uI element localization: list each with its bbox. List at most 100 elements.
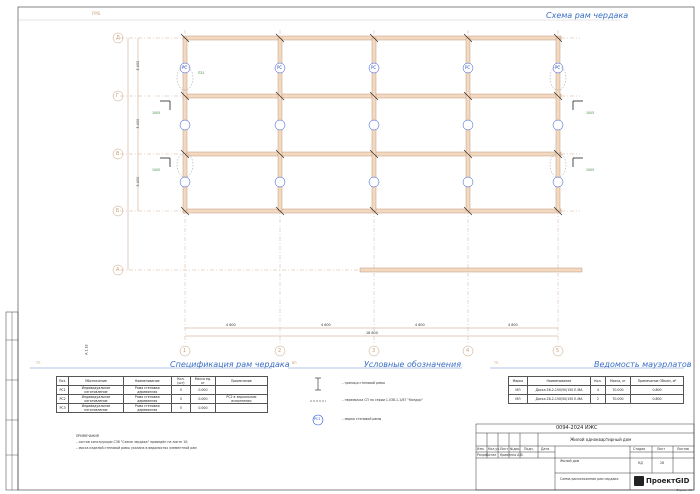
table-cell: 5 bbox=[170, 385, 192, 395]
statement-tag: ТП bbox=[494, 361, 499, 365]
stamp-object: Жилой дом bbox=[560, 459, 580, 463]
table-cell bbox=[214, 403, 269, 413]
table-cell: 0.000 bbox=[190, 385, 216, 395]
note-line: – состав конструкции С36 "Схема чердака"… bbox=[76, 440, 189, 444]
table-cell: Индивидуальное изготовление bbox=[68, 403, 124, 413]
stamp-sheets-header: Листов bbox=[677, 447, 689, 451]
stamp-role: Лист bbox=[500, 447, 509, 451]
frame-mark: РС bbox=[465, 65, 471, 70]
table-cell: РС2 bbox=[55, 394, 70, 404]
col-axis-label: 2 bbox=[278, 348, 282, 354]
table-cell: 5 bbox=[170, 403, 192, 413]
table-row: МЛ Доска 28-2-150/50/150 Е-МА 2 70.000 0… bbox=[508, 394, 684, 404]
stamp-role: №док. bbox=[510, 447, 521, 451]
row-axis-markers bbox=[112, 32, 124, 276]
spec-title: Спецификация рам чердака bbox=[170, 360, 290, 369]
axes bbox=[120, 30, 580, 345]
table-cell: Рама стеновая деревянная bbox=[122, 403, 172, 413]
section-label: 1005 bbox=[152, 168, 161, 172]
frames bbox=[182, 35, 583, 273]
table-cell: 70.000 bbox=[604, 394, 632, 404]
spec-tag: ТП bbox=[36, 361, 41, 365]
table-cell: 2 bbox=[589, 394, 606, 404]
stamp-role: Изм. bbox=[477, 447, 485, 451]
table-cell: Доска 28-2-150/50/150 Е-МА bbox=[526, 385, 591, 395]
col-dimension: 4 600 bbox=[321, 323, 331, 327]
company-logo: ПроектGID bbox=[646, 477, 690, 485]
stamp-developer: Разработал bbox=[477, 453, 497, 457]
col-axis-label: 5 bbox=[556, 348, 560, 354]
statement-title: Ведомость мауэрлатов bbox=[594, 360, 692, 369]
side-dimension-label: 3 400 bbox=[136, 118, 141, 129]
stamp-stage: КД bbox=[638, 461, 643, 465]
company-logo-icon bbox=[634, 476, 644, 486]
table-cell: Индивидуальное изготовление bbox=[68, 385, 124, 395]
spec-table: Поз. Обозначение Наименование Кол. (шт) … bbox=[55, 376, 269, 413]
table-row: РС2 Индивидуальное изготовление Рама сте… bbox=[55, 394, 269, 404]
row-axis-label: Д bbox=[116, 35, 120, 41]
col-axis-markers bbox=[179, 345, 564, 357]
table-header: Примечание Объем, м³ bbox=[630, 376, 684, 386]
stamp-stage-header: Стадия bbox=[633, 447, 646, 451]
col-axis-label: 3 bbox=[372, 348, 376, 354]
table-header: Марка bbox=[508, 376, 528, 386]
side-dimension-label: 3 400 bbox=[136, 176, 141, 187]
sheet-frame bbox=[17, 6, 695, 491]
notes-title: ПРИМЕЧАНИЯ bbox=[76, 434, 99, 438]
beam-label: ПЗ1 bbox=[198, 71, 205, 75]
table-cell: 4 bbox=[589, 385, 606, 395]
col-dimension: 4 600 bbox=[226, 323, 236, 327]
stamp-role: Подп. bbox=[524, 447, 534, 451]
col-axis-label: 4 bbox=[466, 348, 470, 354]
side-dimension bbox=[127, 38, 139, 270]
table-header: Поз. bbox=[55, 376, 70, 386]
top-left-tag: FMS bbox=[92, 11, 101, 16]
table-cell: МЛ bbox=[508, 394, 528, 404]
table-header: Обозначение bbox=[68, 376, 124, 386]
table-cell: МЛ bbox=[508, 385, 528, 395]
legend-item: – марка стеновой рамы bbox=[342, 417, 382, 421]
table-header: Кол. bbox=[589, 376, 606, 386]
side-tag: А.1.18 bbox=[84, 344, 89, 355]
table-header-row: Марка Наименование Кол. Масса, кг Примеч… bbox=[508, 376, 684, 386]
table-header-row: Поз. Обозначение Наименование Кол. (шт) … bbox=[55, 376, 269, 386]
row-axis-label: Б bbox=[116, 208, 120, 214]
frame-mark: РС bbox=[371, 65, 377, 70]
title-block bbox=[475, 423, 695, 491]
stamp-developer-name: Кривенко А.В. bbox=[500, 453, 524, 457]
table-row: РС1 Индивидуальное изготовление Рама сте… bbox=[55, 385, 269, 395]
legend-item: – граница стеновой рамы bbox=[342, 381, 385, 385]
table-header: Масса ед. кг bbox=[190, 376, 216, 386]
frame-mark: РС bbox=[277, 65, 283, 70]
row-axis-label: В bbox=[116, 151, 120, 157]
legend-mark: РС1 bbox=[314, 417, 321, 421]
frame-mark-circles bbox=[179, 62, 564, 188]
table-row: РС3 Индивидуальное изготовление Рама сте… bbox=[55, 403, 269, 413]
row-axis-label: Г bbox=[116, 93, 120, 99]
table-cell: РС3 bbox=[55, 403, 70, 413]
plan-title: Схема рам чердака bbox=[546, 11, 629, 20]
table-cell bbox=[214, 385, 269, 395]
table-cell: 5 bbox=[170, 394, 192, 404]
row-axis-label: А bbox=[116, 267, 120, 273]
col-dimension: 4 600 bbox=[415, 323, 425, 327]
section-markers bbox=[160, 100, 583, 167]
table-cell: РС2 в зеркальном исполнении bbox=[214, 394, 269, 404]
stamp-sheet-name: Схема расположения рам чердака bbox=[560, 477, 619, 481]
legend-item: – перемычка СП по серии 1.038.1-1/87 "Ко… bbox=[342, 398, 423, 402]
stamp-sheet: 28 bbox=[660, 461, 665, 465]
bottom-dimension bbox=[185, 327, 558, 337]
legend-title: Условные обозначения bbox=[364, 360, 462, 369]
table-header: Наименование bbox=[122, 376, 172, 386]
table-cell: Рама стеновая деревянная bbox=[122, 394, 172, 404]
table-cell: 0.000 bbox=[190, 403, 216, 413]
note-line: – масса изделий стеновой рамы указана в … bbox=[76, 446, 197, 450]
table-cell: 0.800 bbox=[630, 394, 684, 404]
overall-dimension: 18 800 bbox=[366, 331, 378, 335]
table-cell: Доска 28-2-150/50/150 Е-МА bbox=[526, 394, 591, 404]
table-header: Наименование bbox=[526, 376, 591, 386]
table-row: МЛ Доска 28-2-150/50/150 Е-МА 4 70.000 0… bbox=[508, 385, 684, 395]
stamp-role: Кол.уч. bbox=[488, 447, 501, 451]
table-cell: Рама стеновая деревянная bbox=[122, 385, 172, 395]
table-header: Кол. (шт) bbox=[170, 376, 192, 386]
